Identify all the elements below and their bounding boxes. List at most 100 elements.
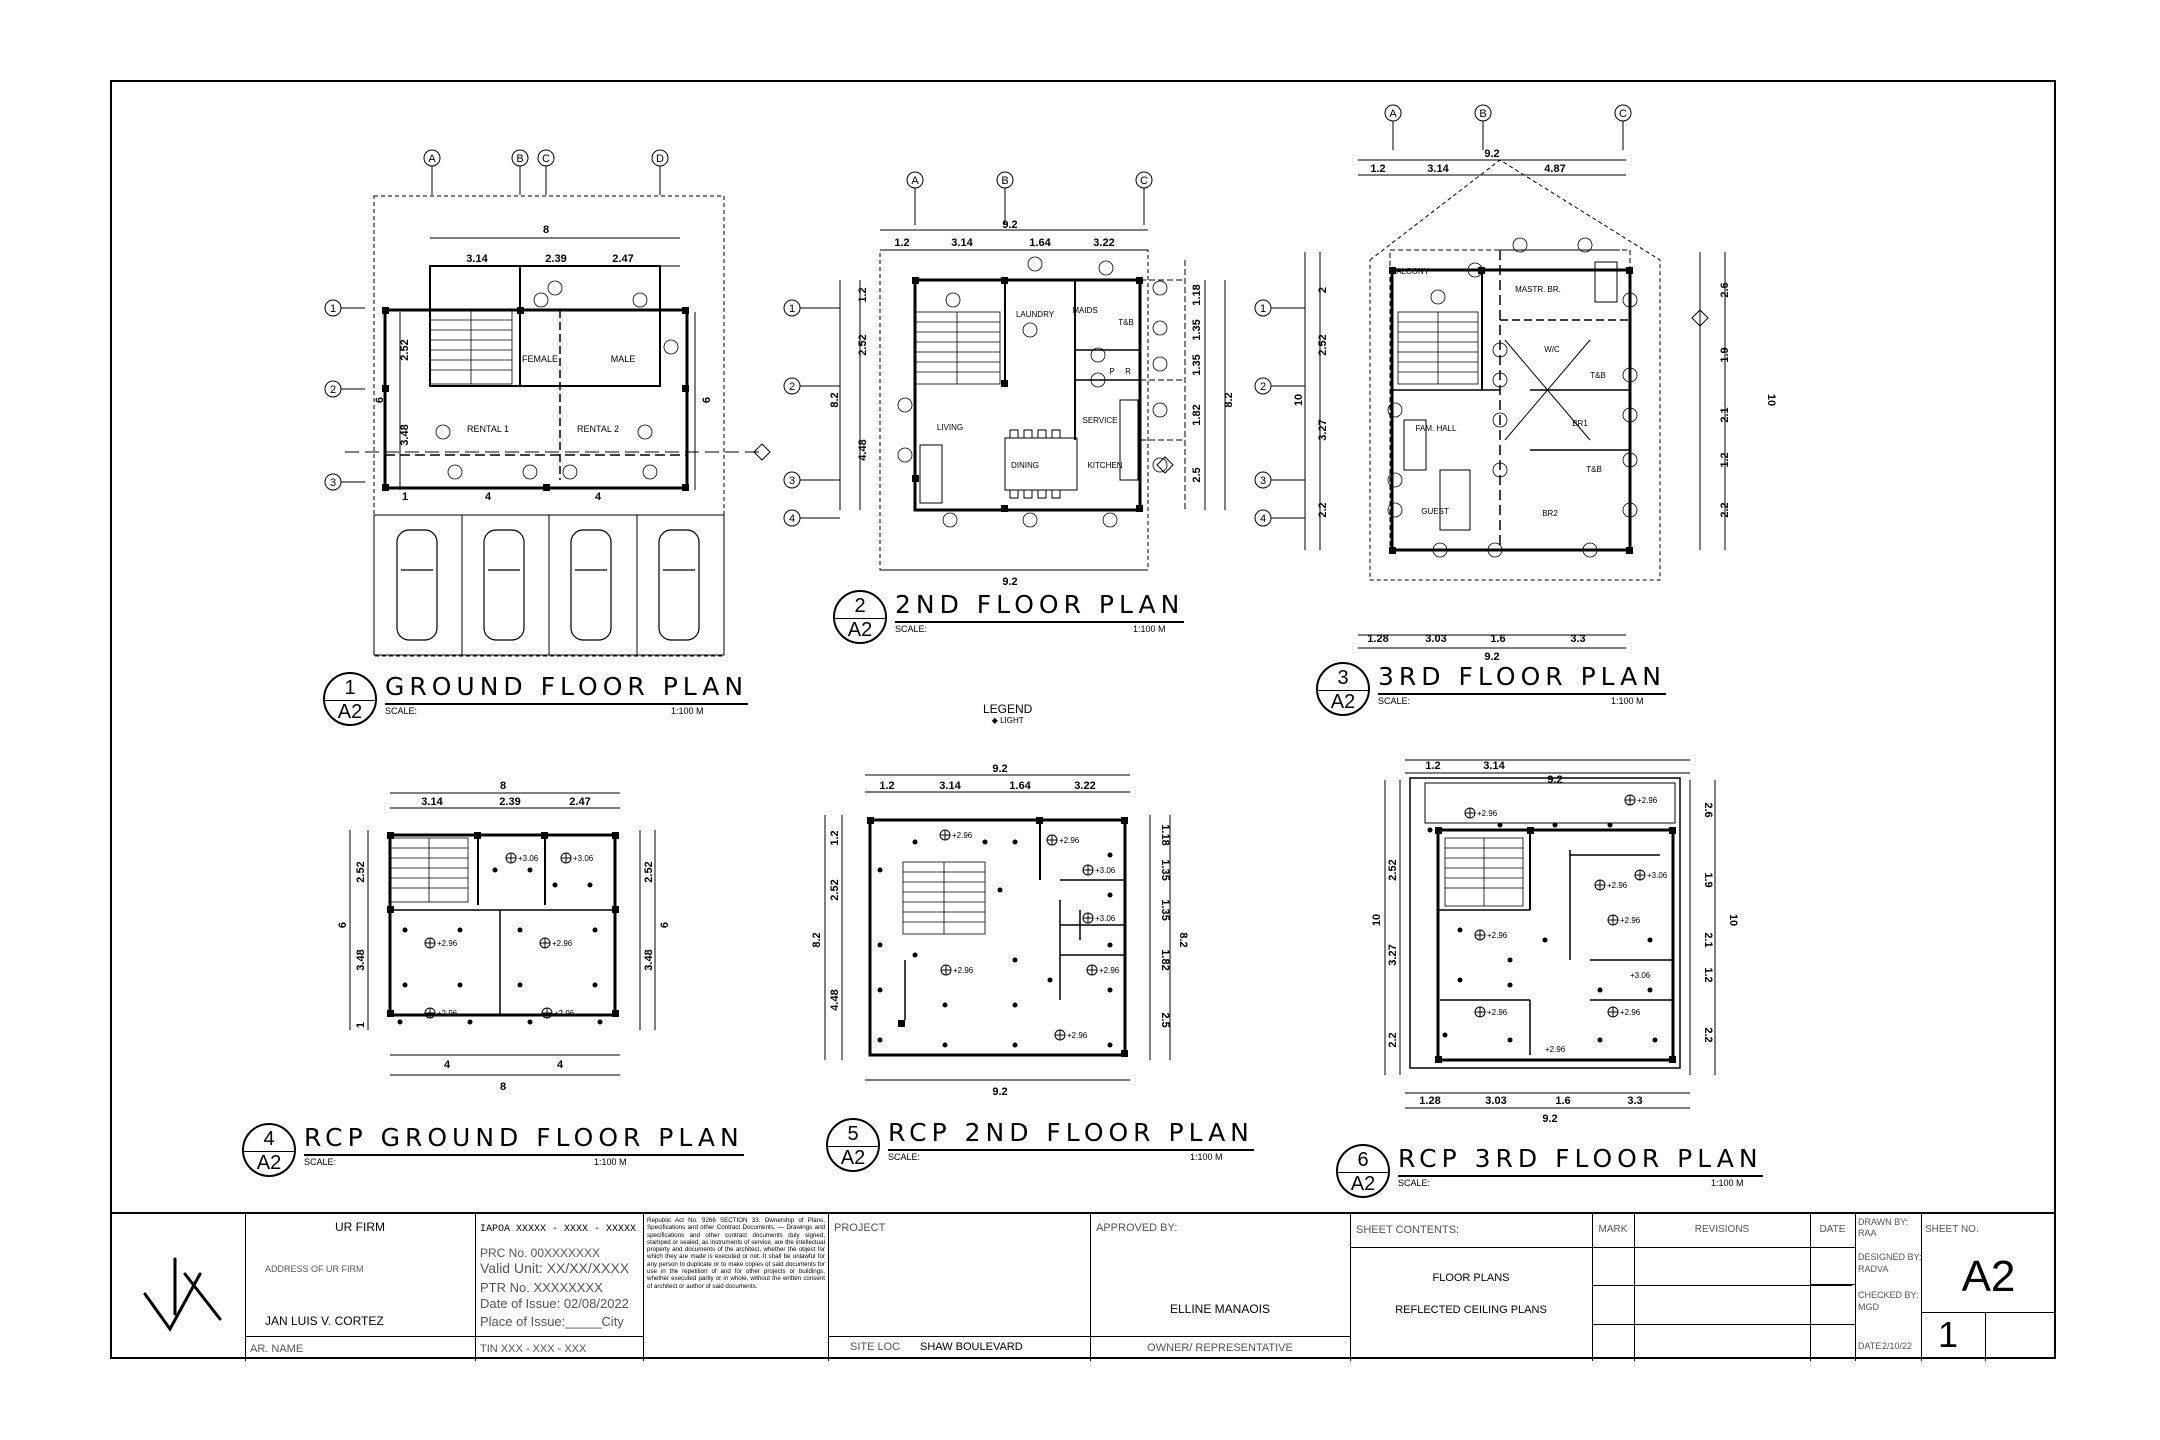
dim: 1.9	[1702, 872, 1714, 887]
legend-title: LEGEND	[983, 702, 1033, 716]
drawing-title: 3RD FLOOR PLAN	[1378, 662, 1666, 695]
dim: 2	[1317, 287, 1329, 293]
room-label: LAUNDRY	[1016, 310, 1055, 319]
elevation-label: +3.06	[1647, 871, 1668, 880]
date-of-issue: Date of Issue: 02/08/2022	[480, 1296, 629, 1311]
dim-total: 6	[337, 922, 349, 928]
designed-by-label: DESIGNED BY:	[1858, 1252, 1922, 1262]
dim-total: 10	[1765, 394, 1777, 406]
dim: 3.48	[643, 949, 655, 970]
firm-address: ADDRESS OF UR FIRM	[265, 1264, 364, 1274]
dim-overall: 9.2	[1542, 1113, 1557, 1125]
dim: 2.39	[545, 253, 566, 265]
dim-overall: 9.2	[1002, 219, 1017, 231]
elevation-label: +2.96	[1099, 966, 1120, 975]
dim-total: 8.2	[811, 932, 823, 947]
room-label: BALCONY	[1391, 267, 1430, 276]
dim: 3.48	[355, 949, 367, 970]
dim: 1.18	[1159, 824, 1171, 845]
drawn-by-label: DRAWN BY:	[1858, 1217, 1909, 1227]
elevation-label: +2.96	[1487, 1008, 1508, 1017]
dim: 1.35	[1159, 899, 1171, 920]
dim-overall: 8	[543, 224, 549, 236]
dim: 2.2	[1702, 1027, 1714, 1042]
dim-overall: 8	[500, 780, 506, 792]
dim-total: 10	[1727, 914, 1739, 926]
dim: 1.6	[1555, 1095, 1570, 1107]
dim-overall: 9.2	[1484, 148, 1499, 160]
room-label: RENTAL 1	[467, 424, 509, 434]
date-value: 2/10/22	[1882, 1341, 1913, 1351]
site-location-label: SITE LOC	[850, 1341, 901, 1353]
sheet-no-label: SHEET NO.	[1925, 1224, 1979, 1235]
dim: 2.52	[1387, 859, 1399, 880]
iapoa-number: IAPOA XXXXX - XXXX - XXXXX	[480, 1224, 637, 1235]
grid-row-label: 3	[1260, 475, 1266, 487]
dim-overall: 8	[500, 1081, 506, 1093]
scale-ratio: 1:100 M	[1190, 1152, 1223, 1162]
dim: 3.27	[1387, 944, 1399, 965]
drawn-by-value: RAA	[1858, 1228, 1877, 1238]
dim: 2.5	[1159, 1012, 1171, 1027]
elevation-label: +2.96	[437, 939, 458, 948]
dim: 2.2	[1317, 502, 1329, 517]
site-location-value: SHAW BOULEVARD	[920, 1341, 1023, 1353]
dim: 2.52	[829, 879, 841, 900]
sheet-count: 1	[1938, 1314, 1959, 1355]
date-header: DATE	[1819, 1224, 1846, 1235]
grid-col-label: D	[656, 153, 664, 165]
grid-col-label: A	[911, 175, 919, 187]
dim-total: 6	[701, 397, 713, 403]
room-label: BR2	[1542, 509, 1558, 518]
dim: 1.2	[829, 830, 841, 845]
place-of-issue: Place of Issue:_____City	[480, 1314, 624, 1329]
dim: 1.82	[1191, 404, 1203, 425]
third-floor-drawing: A B C 1 2 3 4 9.2 1.2 3.14 4.87 1.28 3.0…	[1254, 104, 1777, 663]
grid-row-label: 4	[789, 513, 795, 525]
dim: 4.48	[829, 989, 841, 1010]
room-label: FEMALE	[522, 354, 558, 364]
dim: 3.22	[1074, 780, 1095, 792]
project-label: PROJECT	[834, 1222, 886, 1234]
scale-label: SCALE:	[895, 624, 928, 634]
dim: 3.03	[1485, 1095, 1506, 1107]
elevation-label: +3.06	[1630, 971, 1651, 980]
drawing-title: GROUND FLOOR PLAN	[385, 672, 749, 705]
sheet-content-2: REFLECTED CEILING PLANS	[1395, 1304, 1547, 1316]
room-label: LIVING	[937, 423, 963, 432]
dim: 2.47	[569, 796, 590, 808]
dim: 1.9	[1719, 347, 1731, 362]
dim-total: 8.2	[1177, 932, 1189, 947]
dim: 1.2	[879, 780, 894, 792]
dim: 1.2	[1425, 760, 1440, 772]
dim: 1	[355, 1022, 367, 1028]
grid-col-label: C	[1140, 175, 1148, 187]
dim: 3.22	[1093, 237, 1114, 249]
elevation-label: +2.96	[953, 966, 974, 975]
room-label: T&B	[1590, 371, 1606, 380]
elevation-label: +2.96	[552, 939, 573, 948]
scale-ratio: 1:100 M	[1611, 696, 1644, 706]
elevation-label: +2.96	[1059, 836, 1080, 845]
dim: 3.14	[939, 780, 961, 792]
scale-ratio: 1:100 M	[671, 706, 704, 716]
dim: 2.1	[1719, 407, 1731, 422]
checked-by-value: MGD	[1858, 1302, 1879, 1312]
revisions-header: REVISIONS	[1694, 1224, 1750, 1235]
dim: 1.2	[1702, 967, 1714, 982]
dim: 2.39	[499, 796, 520, 808]
dim: 2.1	[1702, 932, 1714, 947]
dim: 1.64	[1029, 237, 1051, 249]
room-label: RENTAL 2	[577, 424, 619, 434]
date-label: DATE	[1858, 1341, 1882, 1351]
room-label: R	[1125, 367, 1131, 376]
grid-col-label: B	[1001, 175, 1008, 187]
dim: 4.87	[1544, 163, 1565, 175]
elevation-label: +3.06	[573, 854, 594, 863]
drawing-title: RCP 3RD FLOOR PLAN	[1398, 1144, 1763, 1177]
mark-header: MARK	[1598, 1224, 1628, 1235]
dim: 4	[557, 1059, 564, 1071]
